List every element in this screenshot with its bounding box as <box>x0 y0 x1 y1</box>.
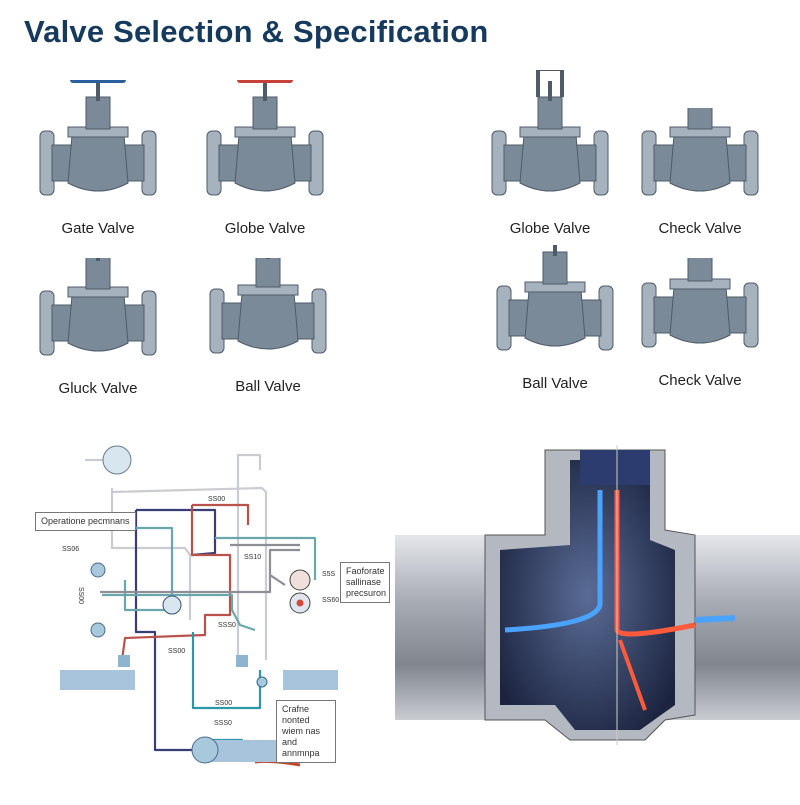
line-label: SS60 <box>322 597 340 604</box>
stem <box>266 258 270 259</box>
valve-card: Ball Valve <box>495 245 615 392</box>
yoke <box>85 96 111 130</box>
yoke <box>687 258 713 282</box>
valve-icon <box>256 676 268 688</box>
line-label: SS00 <box>168 648 186 655</box>
tank-icon <box>102 445 132 475</box>
callout-pressure: Faoforate sallinase precsuron <box>340 562 390 603</box>
valve-body <box>669 134 731 192</box>
valve-illustration <box>209 258 327 354</box>
yoke <box>687 108 713 130</box>
fitting-icon <box>236 655 248 667</box>
page-title: Valve Selection & Specification <box>24 14 489 49</box>
valve-body <box>234 134 296 192</box>
valve-illustration <box>496 245 614 351</box>
pipe-blue <box>191 632 262 750</box>
valve-card: Check Valve <box>640 258 760 389</box>
valve-cutaway-illustration <box>395 440 800 790</box>
hot-flow-branch <box>618 639 647 711</box>
yoke <box>542 251 568 285</box>
valve-interior <box>500 460 675 730</box>
valve-icon <box>162 595 182 615</box>
cold-flow-path <box>504 490 603 633</box>
valve-label: Globe Valve <box>224 220 306 237</box>
main-pipe-bottom <box>205 740 280 762</box>
valve-card: Globe Valve <box>490 70 610 237</box>
piping-schematic: Operatione pecmnans Faoforate sallinase … <box>0 420 390 800</box>
valve-icon <box>289 569 311 591</box>
valve-illustration <box>206 80 324 196</box>
valve-label: Ball Valve <box>522 375 588 392</box>
stem <box>553 245 557 256</box>
line-label: SS00 <box>208 496 226 503</box>
valve-body <box>524 289 586 347</box>
pipe-vertical <box>236 453 262 660</box>
valve-card: Check Valve <box>640 108 760 237</box>
stem <box>548 81 552 101</box>
valve-body <box>67 294 129 352</box>
line-label: SS06 <box>62 546 80 553</box>
main-pipe-right <box>283 670 338 690</box>
valve-body <box>669 286 731 344</box>
callout-operation: Operatione pecmnans <box>35 512 136 531</box>
pipe-dark <box>100 543 300 594</box>
fitting-icon <box>118 655 130 667</box>
valve-label: Gluck Valve <box>58 380 138 397</box>
valve-label: Gate Valve <box>61 220 135 237</box>
valve-card: Globe Valve <box>205 80 325 237</box>
stem <box>96 258 100 261</box>
line-label: SS00 <box>77 586 85 605</box>
valve-card: Gate Valve <box>38 80 158 237</box>
valve-label: Ball Valve <box>235 378 301 395</box>
line-label: SSS0 <box>218 622 236 629</box>
valve-card: Gluck Valve <box>38 258 158 397</box>
valve-card: Ball Valve <box>208 258 328 395</box>
valve-label: Check Valve <box>658 220 742 237</box>
yoke <box>252 96 278 130</box>
stem <box>96 81 100 101</box>
handwheel <box>237 80 293 83</box>
bonnet <box>580 450 650 485</box>
outlet-flow <box>694 615 736 623</box>
valve-body <box>67 134 129 192</box>
line-label: SS00 <box>215 700 233 707</box>
valve-core-icon <box>296 599 304 607</box>
valve-body <box>237 292 299 350</box>
piping-lines <box>60 445 338 767</box>
yoke <box>255 258 281 288</box>
pipe-purple <box>134 508 217 752</box>
callout-notes: Crafne nonted wiem nas and annmnpa <box>276 700 336 763</box>
stem <box>263 81 267 101</box>
valve-label: Check Valve <box>658 372 742 389</box>
line-label: S5S <box>322 571 336 578</box>
yoke-handle <box>536 70 564 97</box>
handwheel <box>70 80 126 83</box>
valve-label: Globe Valve <box>509 220 591 237</box>
pump-icon <box>191 736 219 764</box>
pipe-teal <box>102 526 317 632</box>
valve-illustration <box>39 80 157 196</box>
line-label: SSS0 <box>214 720 232 727</box>
valve-icon <box>90 562 106 578</box>
valve-body <box>519 134 581 192</box>
yoke <box>537 96 563 130</box>
valve-illustration <box>39 258 157 356</box>
valve-icon <box>90 622 106 638</box>
yoke <box>85 258 111 290</box>
valve-illustration <box>491 70 609 196</box>
line-label: SS10 <box>244 554 262 561</box>
valve-illustration <box>641 108 759 196</box>
pipe-red <box>120 503 250 661</box>
main-pipe-left <box>60 670 135 690</box>
valve-illustration <box>641 258 759 348</box>
